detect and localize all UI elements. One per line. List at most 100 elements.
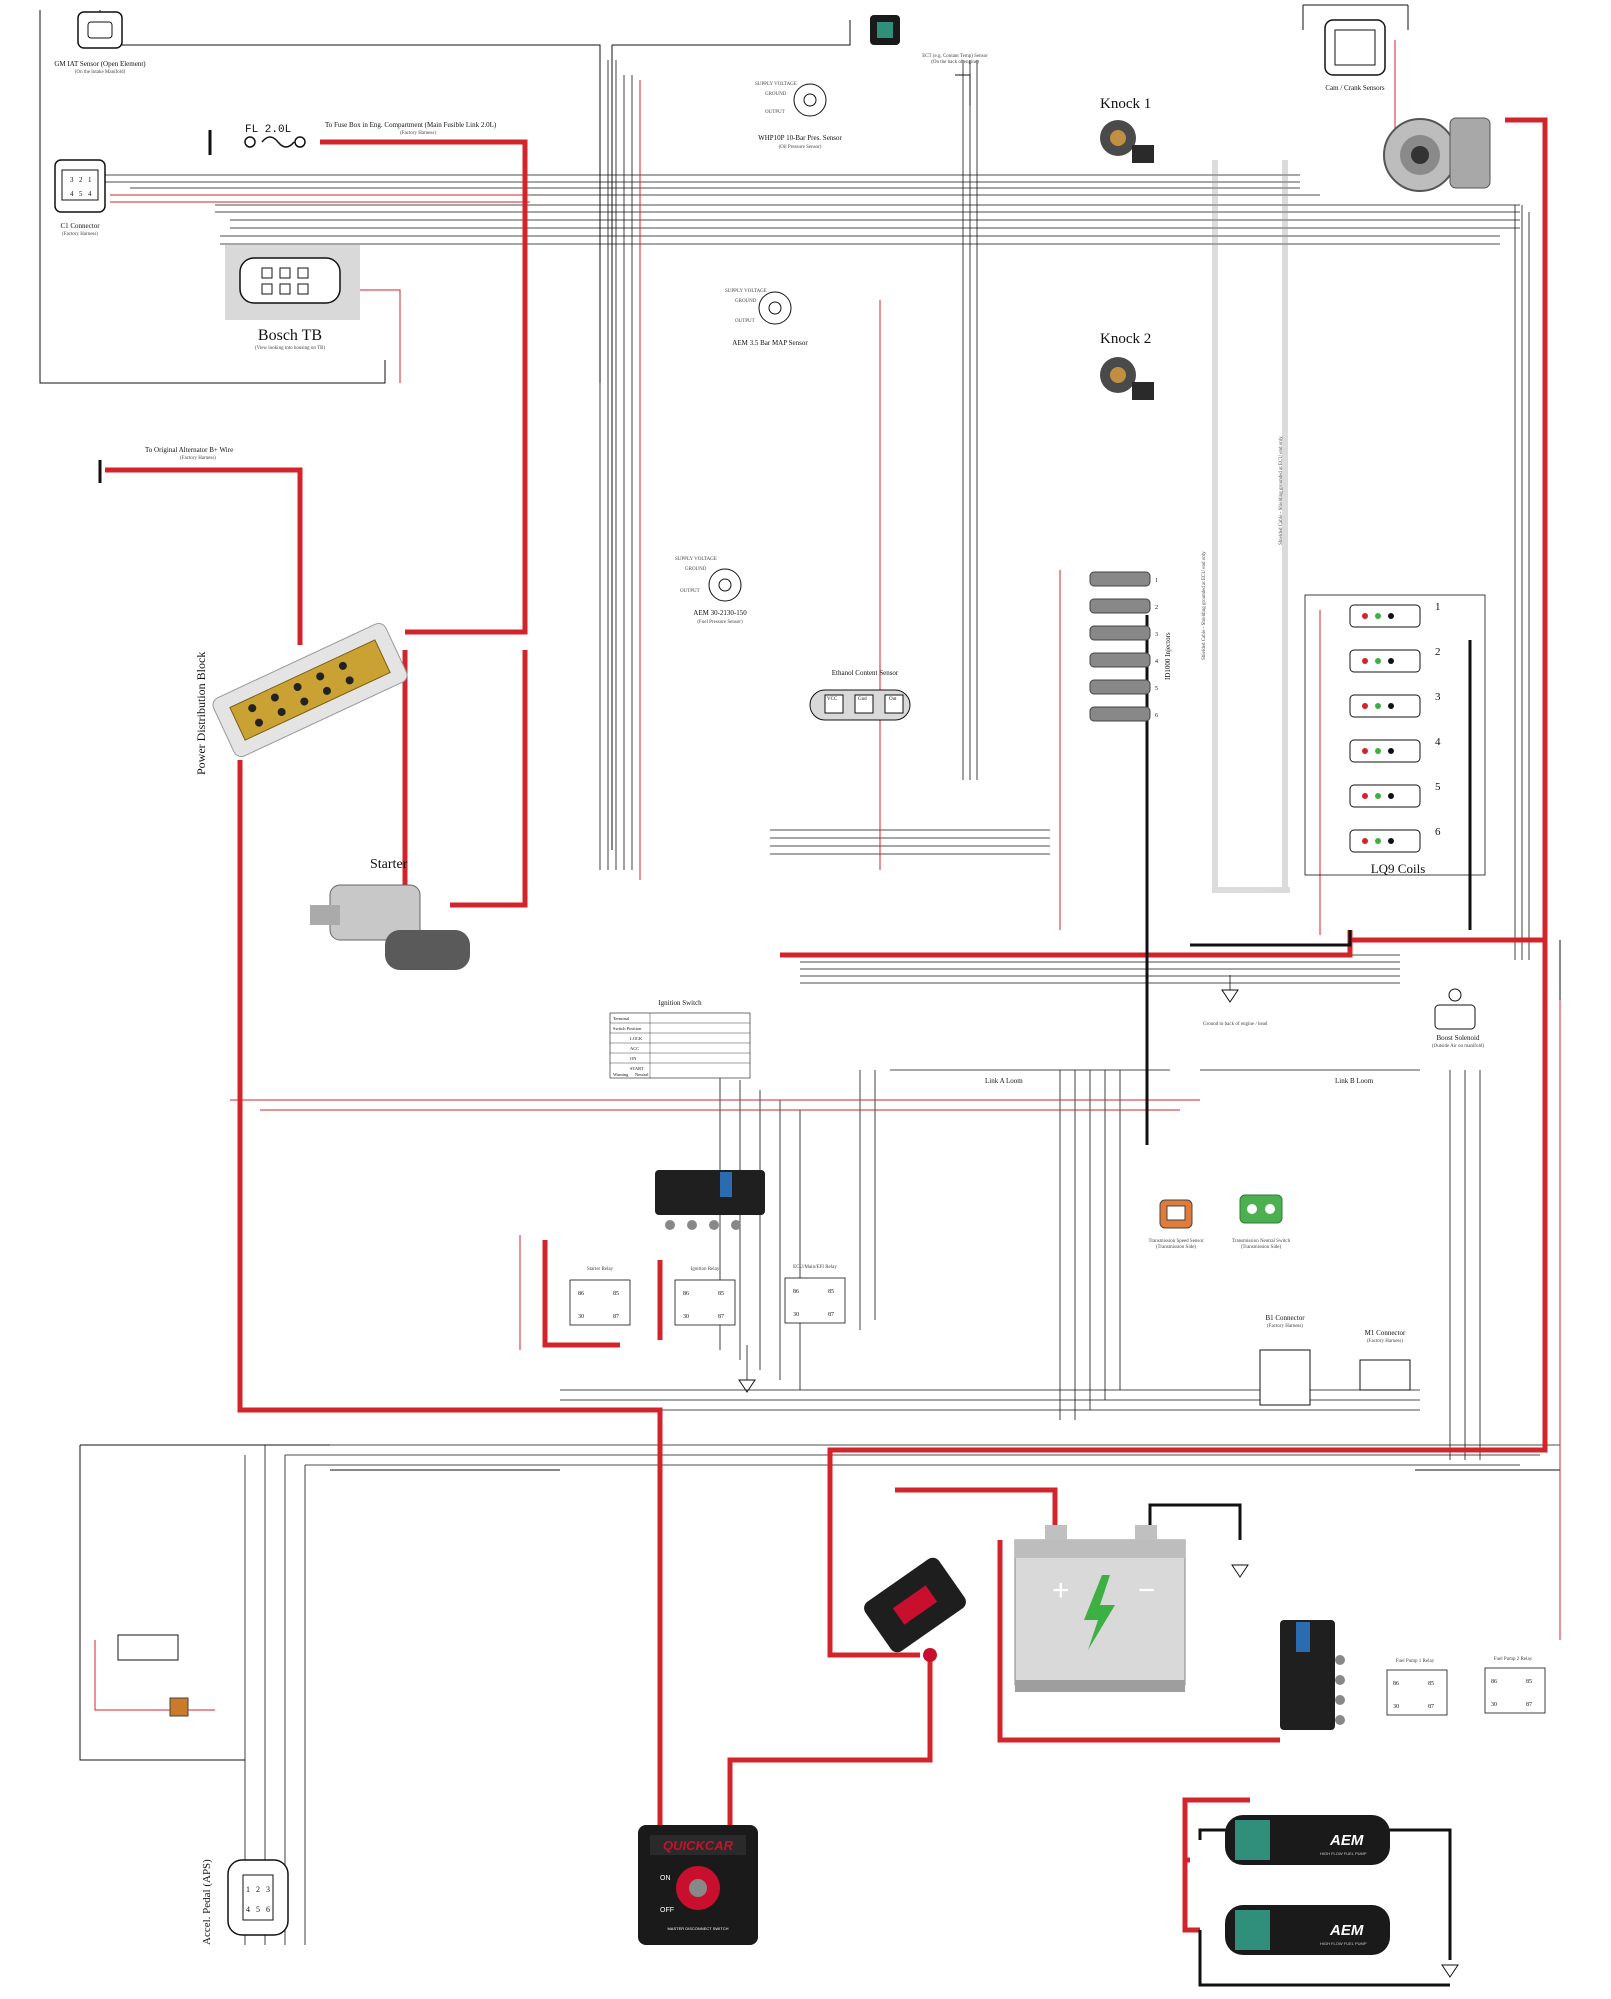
fuse-block <box>655 1170 765 1230</box>
svg-text:85: 85 <box>828 1289 834 1295</box>
svg-text:4: 4 <box>1435 736 1441 748</box>
svg-text:87: 87 <box>1428 1704 1434 1710</box>
svg-text:4: 4 <box>246 1905 250 1914</box>
knock-sensor-2: Knock 2 <box>1100 331 1154 400</box>
svg-text:86: 86 <box>578 1291 584 1297</box>
svg-text:ACC: ACC <box>630 1046 639 1051</box>
svg-text:3: 3 <box>1435 691 1441 703</box>
pdb-label: Power Distribution Block <box>194 652 208 775</box>
svg-text:QUICKCAR: QUICKCAR <box>663 1838 734 1853</box>
shield-cables <box>1212 160 1290 893</box>
svg-text:5: 5 <box>1155 686 1158 692</box>
svg-text:2: 2 <box>1155 605 1158 611</box>
cam-crank-sensor: Cam / Crank Sensors <box>1324 19 1386 92</box>
svg-text:START: START <box>630 1066 644 1071</box>
c1-label: C1 Connector <box>60 222 100 230</box>
shield-label-2: Shielded Cable - Shielding grounded at E… <box>1279 436 1284 545</box>
svg-text:2: 2 <box>1435 646 1441 658</box>
svg-text:SUPPLY VOLTAGE: SUPPLY VOLTAGE <box>755 82 797 87</box>
alt-wire-sub: (Factory Harness) <box>180 456 216 461</box>
svg-text:(Transmission Side): (Transmission Side) <box>1156 1245 1197 1250</box>
svg-text:ECU/Main/EFI Relay: ECU/Main/EFI Relay <box>793 1265 837 1270</box>
pump-fuse-block <box>1280 1620 1345 1730</box>
trans-neutral-switch: Transmission Neutral Switch (Transmissio… <box>1232 1194 1291 1250</box>
svg-text:Starter Relay: Starter Relay <box>587 1267 614 1272</box>
svg-text:Fuel Pump 1 Relay: Fuel Pump 1 Relay <box>1396 1659 1435 1664</box>
boost-solenoid-label: Boost Solenoid <box>1437 1034 1480 1042</box>
svg-text:Neutral: Neutral <box>635 1072 649 1077</box>
injectors: 1 2 3 4 5 6 ID1000 Injectors <box>1089 571 1172 722</box>
c1-connector: 3 2 1 4 5 4 C1 Connector (Factory Harnes… <box>54 159 106 237</box>
master-disconnect-switch: QUICKCAR ON OFF MASTER DISCONNECT SWITCH <box>638 1825 758 1945</box>
svg-text:B1 Connector: B1 Connector <box>1265 1314 1305 1322</box>
svg-text:3: 3 <box>266 1885 270 1894</box>
svg-text:(Factory Harness): (Factory Harness) <box>1267 1324 1303 1329</box>
svg-text:6: 6 <box>266 1905 270 1914</box>
svg-text:1: 1 <box>246 1885 250 1894</box>
link-b-label: Link B Loom <box>1335 1077 1374 1085</box>
svg-text:AEM: AEM <box>1329 1922 1364 1939</box>
power-wires-thin <box>94 40 1561 1711</box>
fuse-link: FL 2.0L To Fuse Box in Eng. Compartment … <box>208 121 497 155</box>
boost-solenoid: Boost Solenoid (Outside Air on manifold) <box>1432 988 1484 1049</box>
ect-sub: (On the back of engine) <box>931 60 979 65</box>
svg-text:86: 86 <box>683 1291 689 1297</box>
coils-label: LQ9 Coils <box>1371 861 1426 876</box>
svg-text:ON: ON <box>660 1875 671 1882</box>
svg-text:OUTPUT: OUTPUT <box>735 319 755 324</box>
svg-text:(Transmission Side): (Transmission Side) <box>1241 1245 1282 1250</box>
cam-crank-label: Cam / Crank Sensors <box>1325 84 1385 92</box>
ignition-switch-label: Ignition Switch <box>658 999 702 1007</box>
svg-text:VCC: VCC <box>827 697 838 702</box>
svg-text:4: 4 <box>70 190 74 198</box>
bolt-icon <box>1084 1575 1115 1650</box>
fuse-label: FL 2.0L <box>245 124 291 136</box>
svg-text:87: 87 <box>1526 1702 1532 1708</box>
bosch-tb-connector: Bosch TB (View looking into housing on T… <box>225 245 360 351</box>
svg-text:86: 86 <box>1393 1681 1399 1687</box>
svg-text:Transmission Neutral Switch: Transmission Neutral Switch <box>1232 1239 1291 1244</box>
link-looms: Link A Loom Link B Loom <box>985 1077 1374 1085</box>
svg-text:6: 6 <box>1155 713 1158 719</box>
link-a-label: Link A Loom <box>985 1077 1023 1085</box>
bosch-tb-label: Bosch TB <box>258 327 322 344</box>
ground-symbols <box>738 989 1459 1978</box>
svg-text:GROUND: GROUND <box>685 567 707 572</box>
trans-speed-sensor: Transmission Speed Sensor (Transmission … <box>1148 1199 1204 1250</box>
oil-sensor-sub: (Oil Pressure Sensor) <box>779 145 822 150</box>
svg-text:GROUND: GROUND <box>735 299 757 304</box>
svg-text:LOCK: LOCK <box>630 1036 643 1041</box>
ethanol-label: Ethanol Content Sensor <box>832 669 899 677</box>
svg-text:Transmission Speed Sensor: Transmission Speed Sensor <box>1148 1239 1203 1244</box>
svg-text:30: 30 <box>1393 1704 1399 1710</box>
svg-text:Out: Out <box>889 697 897 702</box>
fuse-dest-label: To Fuse Box in Eng. Compartment (Main Fu… <box>325 121 497 129</box>
svg-text:1: 1 <box>1435 601 1441 613</box>
lq9-coils: 1 2 3 4 5 6 LQ9 Coils <box>1304 594 1486 876</box>
map-sensor-label: AEM 3.5 Bar MAP Sensor <box>732 339 808 347</box>
svg-text:MASTER DISCONNECT SWITCH: MASTER DISCONNECT SWITCH <box>667 1926 728 1931</box>
svg-text:85: 85 <box>718 1291 724 1297</box>
starter-label: Starter <box>370 857 408 872</box>
power-distribution-block: Power Distribution Block <box>194 622 408 775</box>
svg-text:Warning: Warning <box>613 1072 629 1077</box>
map-sensor: SUPPLY VOLTAGE GROUND OUTPUT AEM 3.5 Bar… <box>725 289 808 347</box>
fuel-pump-1: AEM HIGH FLOW FUEL PUMP <box>1225 1815 1390 1865</box>
svg-text:5: 5 <box>256 1905 260 1914</box>
starter-motor: Starter <box>310 857 470 970</box>
battery-plus: + <box>1052 1574 1070 1607</box>
svg-text:6: 6 <box>1435 826 1441 838</box>
svg-text:ON: ON <box>630 1056 637 1061</box>
svg-text:87: 87 <box>613 1314 619 1320</box>
ect-label: ECT (e.g. Coolant Temp) Sensor <box>922 54 988 59</box>
svg-text:3: 3 <box>70 176 74 184</box>
svg-text:30: 30 <box>793 1312 799 1318</box>
power-wires <box>105 117 1548 1933</box>
svg-text:GROUND: GROUND <box>765 92 787 97</box>
ethanol-sensor: Ethanol Content Sensor VCC Gnd Out <box>809 669 911 721</box>
fuse-dest-sub: (Factory Harness) <box>400 131 436 136</box>
